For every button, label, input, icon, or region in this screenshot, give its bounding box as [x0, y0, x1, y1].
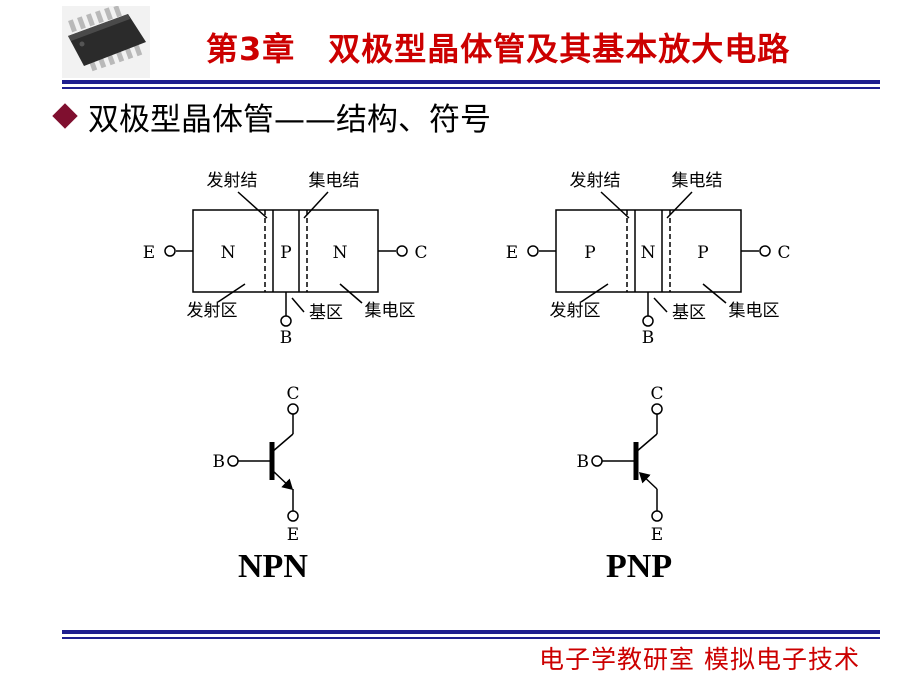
pnp-symbol-b-terminal — [591, 455, 603, 467]
pnp-symbol-b-label: B — [577, 452, 590, 472]
pnp-symbol-collector-diag — [635, 433, 658, 453]
pnp-region-3: P — [697, 243, 708, 263]
npn-region-3: N — [333, 243, 348, 263]
npn-structure-labels: 发射结 集电结 N P N E C B 发射区 基区 集电区 — [143, 171, 428, 348]
pnp-e-terminal — [527, 245, 539, 257]
section-heading: 双极型晶体管——结构、符号 — [52, 96, 491, 138]
footer-rule-thick — [62, 630, 880, 634]
pnp-symbol-emitter-arrow — [638, 471, 658, 490]
pnp-b-label: B — [642, 328, 655, 348]
pnp-type-label: PNP — [606, 548, 673, 585]
npn-b-label: B — [280, 328, 293, 348]
npn-symbol — [227, 403, 299, 522]
pnp-c-terminal — [759, 245, 771, 257]
npn-symbol-c-label: C — [286, 384, 299, 404]
pnp-region-1: P — [584, 243, 595, 263]
pnp-collector-region-label: 集电区 — [729, 301, 780, 321]
pnp-symbol-e-label: E — [651, 525, 663, 545]
npn-c-terminal — [396, 245, 408, 257]
npn-e-label: E — [143, 243, 155, 263]
pnp-structure — [527, 191, 771, 327]
npn-b-terminal — [280, 315, 292, 327]
npn-region-1: N — [221, 243, 236, 263]
header-rule-thick — [62, 80, 880, 84]
footer-rule-thin — [62, 637, 880, 639]
npn-base-region-label: 基区 — [309, 303, 343, 323]
npn-emitter-junction-label: 发射结 — [207, 171, 258, 191]
npn-symbol-b-label: B — [213, 452, 226, 472]
npn-symbol-e-terminal — [287, 510, 299, 522]
pnp-e-label: E — [506, 243, 518, 263]
pnp-c-label: C — [777, 243, 790, 263]
pnp-collector-junction-label: 集电结 — [672, 171, 723, 191]
pnp-region-2: N — [641, 243, 656, 263]
pnp-emitter-region-label: 发射区 — [550, 301, 601, 321]
npn-collector-region-label: 集电区 — [365, 301, 416, 321]
npn-symbol-collector-diag — [271, 433, 294, 453]
npn-symbol-e-label: E — [287, 525, 299, 545]
npn-c-label: C — [414, 243, 427, 263]
pnp-structure-labels: 发射结 集电结 P N P E C B 发射区 基区 集电区 — [506, 171, 791, 348]
npn-collector-junction-label: 集电结 — [309, 171, 360, 191]
npn-emitter-region-label: 发射区 — [187, 301, 238, 321]
pnp-symbol-c-terminal — [651, 403, 663, 415]
pnp-symbol — [591, 403, 663, 522]
npn-type-label: NPN — [238, 548, 308, 585]
npn-e-terminal — [164, 245, 176, 257]
pnp-symbol-e-terminal — [651, 510, 663, 522]
header-rule-thin — [62, 87, 880, 89]
npn-region-2: P — [280, 243, 291, 263]
chapter-title: 第3章 双极型晶体管及其基本放大电路 — [206, 30, 791, 68]
pnp-emitter-junction-label: 发射结 — [570, 171, 621, 191]
npn-symbol-b-terminal — [227, 455, 239, 467]
npn-symbol-c-terminal — [287, 403, 299, 415]
pnp-b-terminal — [642, 315, 654, 327]
section-heading-text: 双极型晶体管——结构、符号 — [88, 101, 491, 138]
footer-text: 电子学教研室 模拟电子技术 — [539, 645, 860, 674]
npn-structure — [164, 191, 408, 327]
ic-chip-icon — [62, 6, 150, 78]
npn-symbol-emitter-arrow — [271, 469, 294, 491]
pnp-base-region-label: 基区 — [672, 303, 706, 323]
pnp-symbol-c-label: C — [650, 384, 663, 404]
